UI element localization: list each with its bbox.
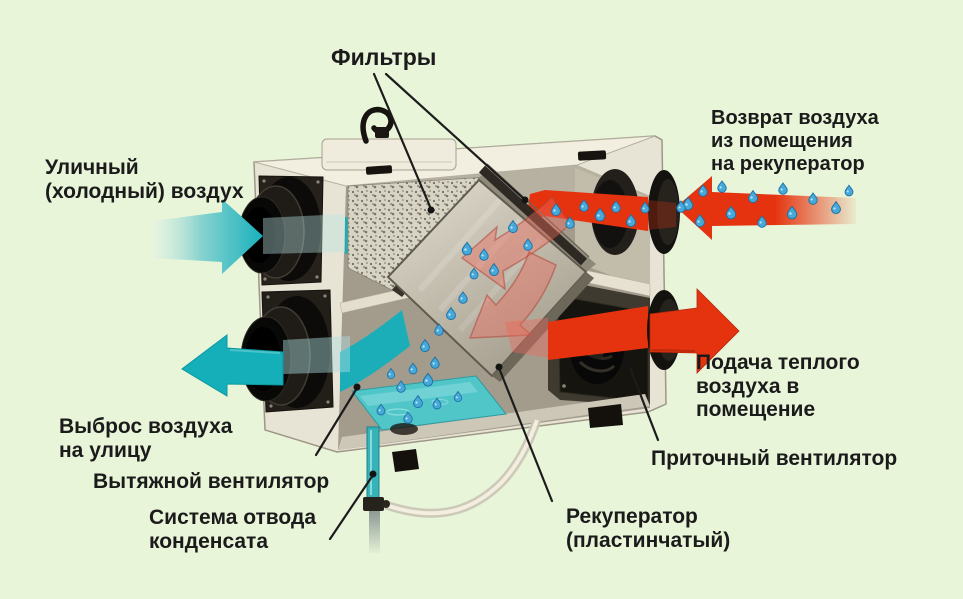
unit-foot-right <box>588 404 623 428</box>
return-duct-flange <box>648 170 680 254</box>
unit-foot-left <box>392 449 419 472</box>
box-interior <box>338 163 651 450</box>
pointer-dot-filter-2 <box>521 196 529 204</box>
pointer-dot-filter-1 <box>427 206 435 214</box>
top-latch-right <box>577 150 607 161</box>
pointer-line-exhaust-fan <box>314 386 359 457</box>
pointer-dot-supply-fan <box>625 360 633 368</box>
pointer-line-recuperator <box>497 366 554 503</box>
recuperator-core <box>386 163 596 382</box>
supply-air-stream <box>548 306 648 360</box>
pointer-dot-exhaust-fan <box>353 383 361 391</box>
cold-air-inlet-arrow <box>152 199 263 274</box>
condensate-hose <box>382 418 542 518</box>
label-return-air: Возврат воздуха из помещения на рекупера… <box>711 107 879 175</box>
warm-air-supply-arrow <box>649 288 740 374</box>
pointer-line-filter-2 <box>384 72 526 201</box>
condensate-pool <box>351 375 507 431</box>
top-latch-left <box>365 165 393 175</box>
pointer-dot-recuperator <box>495 363 503 371</box>
label-warm-supply: Подача теплого воздуха в помещение <box>696 351 860 422</box>
pointer-lines <box>314 72 660 541</box>
label-exhaust-street: Выброс воздуха на улицу <box>59 415 233 462</box>
label-filters: Фильтры <box>331 44 437 70</box>
pointer-line-supply-fan <box>627 363 660 442</box>
pointer-line-filter-1 <box>372 72 433 211</box>
label-exhaust-fan: Вытяжной вентилятор <box>93 470 330 493</box>
label-street-air: Уличный (холодный) воздух <box>45 156 244 203</box>
label-condensate-system: Система отвода конденсата <box>149 506 316 553</box>
heat-exchange-arrows <box>460 195 571 358</box>
return-air-arrow <box>676 176 856 240</box>
unit-box <box>253 106 667 472</box>
label-recuperator: Рекуператор (пластинчатый) <box>566 505 731 552</box>
intake-duct <box>238 175 324 286</box>
pointer-dot-condensate <box>369 470 377 478</box>
label-supply-fan: Приточный вентилятор <box>651 447 898 470</box>
exhaust-air-arrow <box>181 333 284 397</box>
filter-frame-exhaust <box>478 165 588 266</box>
pointer-line-condensate <box>328 473 375 541</box>
